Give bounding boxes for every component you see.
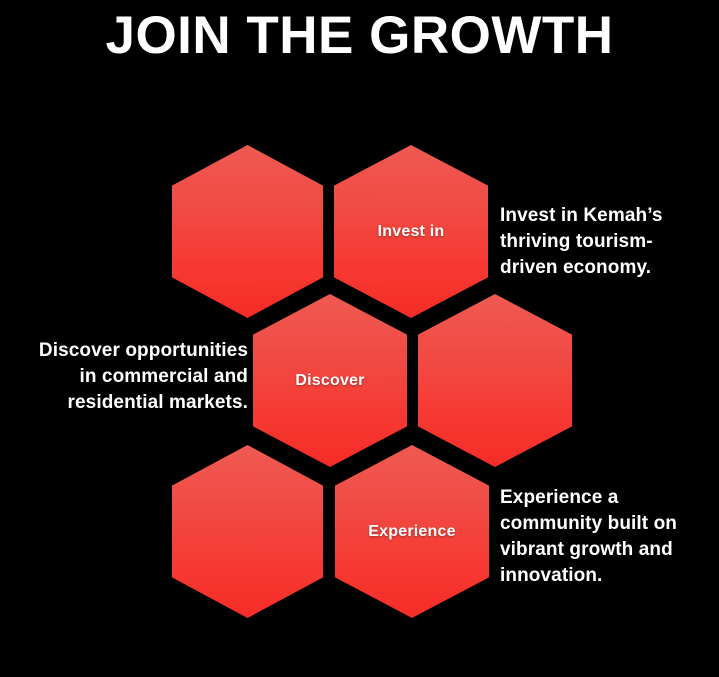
caption-experience: Experience a community built on vibrant … xyxy=(500,487,678,586)
hexagon-row2-right[interactable] xyxy=(418,294,572,467)
caption-invest: Invest in Kemah’s thriving tourism-drive… xyxy=(500,205,663,278)
hexagon-experience[interactable]: Experience xyxy=(335,445,489,618)
page-title: JOIN THE GROWTH xyxy=(105,6,614,65)
hexagon-row1-left[interactable] xyxy=(172,145,323,318)
hexagon-discover-label: Discover xyxy=(295,371,365,389)
hexagon-invest-in-label: Invest in xyxy=(377,222,445,240)
caption-discover: Discover opportunities in commercial and… xyxy=(38,340,248,413)
hexagon-invest-in[interactable]: Invest in xyxy=(334,145,488,318)
hexagon-experience-label: Experience xyxy=(368,522,456,540)
hexagon-row3-left[interactable] xyxy=(172,445,323,618)
hexagon-discover[interactable]: Discover xyxy=(253,294,407,467)
